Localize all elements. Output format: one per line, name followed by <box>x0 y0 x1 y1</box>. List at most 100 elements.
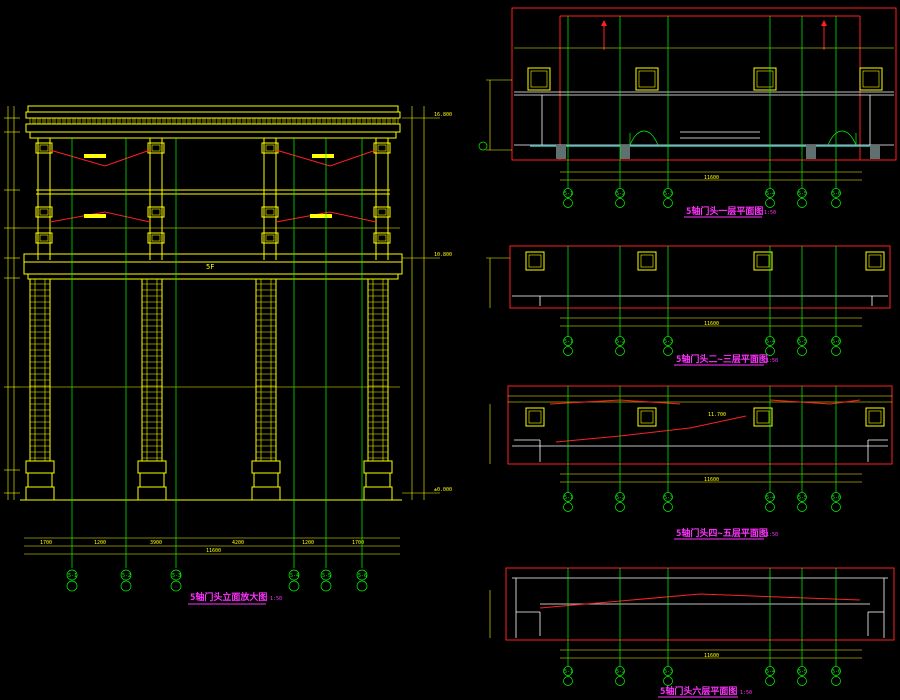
level-mid: 10.800 <box>434 252 452 258</box>
plan-axis-bubble <box>563 502 573 512</box>
pier-inner <box>640 410 654 424</box>
dentil <box>239 117 244 125</box>
dentil <box>154 117 159 125</box>
plan-axis-bubble <box>563 188 573 198</box>
dentil <box>304 117 309 125</box>
plan-axis-bubble <box>831 336 841 346</box>
plan-axis-bubble <box>765 666 775 676</box>
axis-bubble <box>170 569 182 581</box>
dentil <box>29 117 34 125</box>
dentil <box>209 117 214 125</box>
plan-axis-bubble <box>765 336 775 346</box>
plan-axis-label: 5-3 <box>664 495 673 501</box>
dentil <box>94 117 99 125</box>
dentil <box>64 117 69 125</box>
capital-block <box>35 232 53 244</box>
plan-axis-bubble <box>563 346 573 356</box>
dentil <box>319 117 324 125</box>
plan-axis-bubble <box>615 346 625 356</box>
column-plinth <box>253 472 279 488</box>
dentil <box>159 117 164 125</box>
dentil <box>384 117 389 125</box>
dentil <box>369 117 374 125</box>
dentil <box>299 117 304 125</box>
dentil <box>109 117 114 125</box>
pier-outline <box>753 251 773 271</box>
elev-dim-5: 1200 <box>302 540 314 546</box>
plan-axis-bubble <box>831 188 841 198</box>
dentil <box>214 117 219 125</box>
plan-axis-bubble <box>797 502 807 512</box>
pier-inner <box>756 70 774 88</box>
plan-axis-label: 5-1 <box>564 339 573 345</box>
dentil <box>264 117 269 125</box>
plan-axis-bubble <box>563 492 573 502</box>
axis-bubble <box>66 569 78 581</box>
dentil <box>284 117 289 125</box>
pier-inner <box>528 254 542 268</box>
plan-axis-bubble <box>615 492 625 502</box>
elev-dim-4: 4200 <box>232 540 244 546</box>
dentil <box>99 117 104 125</box>
plan-axis-bubble <box>615 676 625 686</box>
plan-axis-bubble <box>615 188 625 198</box>
dentil <box>199 117 204 125</box>
column-plinth <box>139 472 165 488</box>
dentil <box>259 117 264 125</box>
elev-dim-6: 1700 <box>352 540 364 546</box>
plan-axis-bubble <box>765 198 775 208</box>
pier-inner <box>756 410 770 424</box>
pier-inner <box>528 410 542 424</box>
dentil <box>329 117 334 125</box>
plan-axis-label: 5-3 <box>664 191 673 197</box>
level-base: ±0.000 <box>434 487 452 493</box>
capital-inner <box>151 144 161 152</box>
pier-outline <box>753 67 777 91</box>
plan-axis-bubble <box>765 502 775 512</box>
dentil <box>144 117 149 125</box>
axis-bubble <box>288 580 300 592</box>
dentil <box>59 117 64 125</box>
dentil <box>44 117 49 125</box>
plan-axis-label: 5-4 <box>766 191 775 197</box>
dentil <box>234 117 239 125</box>
elev-dim-3: 3900 <box>150 540 162 546</box>
capital-block <box>147 142 165 154</box>
axis-label: 5-6 <box>358 573 367 579</box>
axis-label: 5-4 <box>290 573 299 579</box>
plan2-title: 5轴门头二~三层平面图 <box>676 353 768 365</box>
plan-axis-bubble <box>831 492 841 502</box>
dentil <box>169 117 174 125</box>
dentil <box>244 117 249 125</box>
axis-bubble <box>120 580 132 592</box>
pier-inner <box>862 70 880 88</box>
capital-block <box>35 142 53 154</box>
plan-1 <box>478 7 897 161</box>
plan-axis-label: 5-1 <box>564 495 573 501</box>
capital-block <box>261 232 279 244</box>
pier-inner <box>868 254 882 268</box>
axis-bubble <box>320 569 332 581</box>
capital-inner <box>377 144 387 152</box>
plan-axis-bubble <box>831 346 841 356</box>
dentil <box>84 117 89 125</box>
capital-inner <box>151 234 161 242</box>
pier-outline <box>637 251 657 271</box>
plan-axis-label: 5-4 <box>766 339 775 345</box>
dentil <box>74 117 79 125</box>
dentil <box>379 117 384 125</box>
dentil <box>389 117 394 125</box>
pier-outline <box>525 407 545 427</box>
dentil <box>344 117 349 125</box>
dentil <box>324 117 329 125</box>
plan-axis-label: 5-4 <box>766 669 775 675</box>
dentil <box>129 117 134 125</box>
pier-outline <box>527 67 551 91</box>
plan-axis-bubble <box>663 336 673 346</box>
plan-axis-bubble <box>663 676 673 686</box>
plan-axis-bubble <box>663 666 673 676</box>
plan-axis-bubble <box>563 336 573 346</box>
pier-outline <box>525 251 545 271</box>
dentil <box>184 117 189 125</box>
dentil <box>54 117 59 125</box>
